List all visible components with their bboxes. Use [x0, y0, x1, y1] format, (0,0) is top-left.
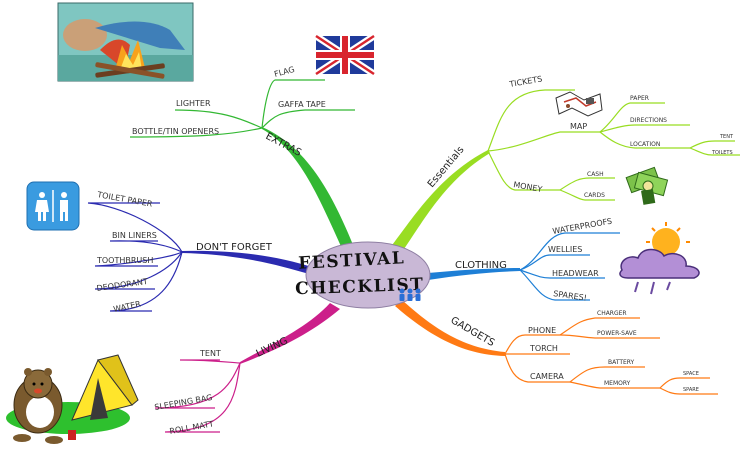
- center-node: [305, 241, 431, 309]
- dont-forget-item: DEODORANT: [96, 277, 148, 293]
- dont-forget-item: WATER: [113, 299, 143, 314]
- clothing-branch: [428, 268, 520, 280]
- living-item: TENT: [199, 349, 221, 358]
- living-item: ROLL MATT: [169, 419, 215, 436]
- phone-item: CHARGER: [597, 310, 627, 317]
- money-item: CARDS: [584, 192, 605, 199]
- clothing-item: SPARES!: [553, 289, 588, 303]
- campfire-icon: [57, 2, 194, 82]
- essentials-branch: [390, 150, 490, 252]
- memory-item: SPARE: [683, 387, 699, 393]
- extras-item: GAFFA TAPE: [278, 100, 326, 109]
- gadgets-phone: PHONE: [528, 326, 556, 335]
- extras-branch: [262, 127, 356, 255]
- living-item: SLEEPING BAG: [154, 393, 213, 412]
- memory-item: SPACE: [683, 371, 699, 377]
- toilet-sign-icon: [26, 181, 80, 231]
- people-icon: [399, 288, 421, 301]
- gadgets-torch: TORCH: [529, 344, 558, 353]
- extras-item: LIGHTER: [176, 99, 211, 108]
- clothing-item: HEADWEAR: [552, 269, 599, 278]
- dont-forget-item: BIN LINERS: [112, 231, 157, 240]
- extras-label: EXTRAS: [264, 131, 303, 159]
- camera-item: MEMORY: [604, 380, 631, 387]
- gadgets-camera: CAMERA: [530, 372, 564, 381]
- clothing-label: CLOTHING: [455, 260, 507, 271]
- living-label: LIVING: [255, 336, 290, 360]
- dont-forget-sublines: [87, 202, 183, 312]
- gadgets-sublines: [504, 317, 718, 395]
- bear-tent-icon: [6, 354, 139, 444]
- dont-forget-label: DON'T FORGET: [196, 242, 273, 253]
- map-icon: [555, 91, 603, 117]
- map-item: PAPER: [630, 95, 649, 102]
- extras-item: BOTTLE/TIN OPENERS: [132, 127, 219, 136]
- essentials-tickets: TICKETS: [508, 74, 543, 89]
- map-item: DIRECTIONS: [630, 117, 667, 124]
- clothing-item: WELLIES: [548, 245, 582, 254]
- camera-item: BATTERY: [608, 359, 635, 366]
- essentials-sublines: [487, 89, 740, 201]
- living-sublines: [154, 359, 241, 433]
- rain-cloud-icon: [619, 222, 700, 295]
- union-flag-icon: [314, 33, 376, 77]
- money-icon: [625, 166, 669, 205]
- dont-forget-item: TOOTHBRUSH: [96, 256, 153, 265]
- map-item: LOCATION: [630, 141, 660, 148]
- living-branch: [240, 303, 340, 364]
- clothing-sublines: [519, 232, 620, 301]
- essentials-map: MAP: [570, 122, 587, 131]
- extras-sublines: [129, 79, 355, 138]
- extras-item: FLAG: [273, 65, 295, 79]
- location-item: TOILETS: [711, 150, 733, 156]
- essentials-money: MONEY: [513, 180, 543, 194]
- dont-forget-branch: [182, 250, 315, 275]
- phone-item: POWER-SAVE: [597, 330, 637, 337]
- location-item: TENT: [719, 134, 734, 140]
- money-item: CASH: [587, 171, 604, 178]
- gadgets-branch: [395, 300, 505, 356]
